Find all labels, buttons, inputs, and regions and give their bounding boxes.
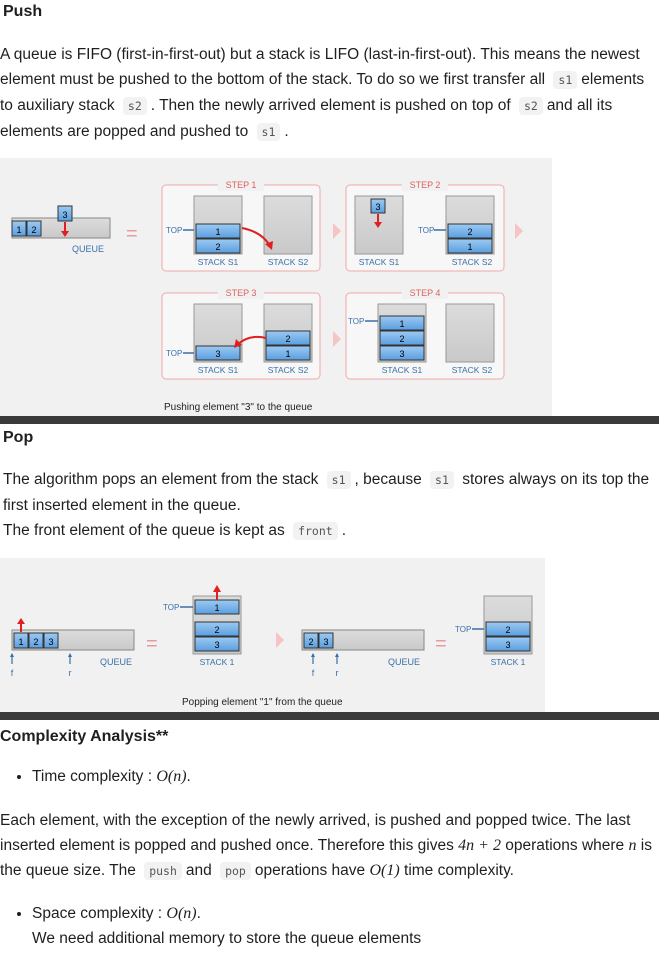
svg-text:STEP 1: STEP 1 [226, 180, 257, 190]
equals-sign: = [435, 633, 447, 655]
svg-text:TOP: TOP [418, 226, 434, 235]
svg-text:2: 2 [505, 625, 510, 635]
time-list: Time complexity : O(n). [0, 764, 659, 789]
svg-text:STACK S1: STACK S1 [359, 257, 400, 267]
arrow-right-icon [333, 331, 341, 347]
svg-text:f: f [11, 668, 14, 678]
step1-box: STEP 1 1 2 TOP STACK S1 STACK S2 [161, 179, 321, 272]
arrow-right-icon [515, 223, 523, 239]
queue-bar: 2 3 f r QUEUE [301, 629, 425, 678]
arrow-right-icon [276, 632, 284, 648]
svg-text:r: r [69, 668, 72, 678]
queue-bar: 1 2 3 QUEUE [11, 205, 111, 254]
svg-text:TOP: TOP [455, 625, 471, 634]
divider [0, 416, 659, 424]
push-heading: Push [3, 3, 43, 20]
svg-text:STACK S2: STACK S2 [268, 365, 309, 375]
svg-text:2: 2 [399, 334, 404, 344]
svg-text:STACK S1: STACK S1 [198, 257, 239, 267]
svg-text:TOP: TOP [166, 226, 182, 235]
svg-text:TOP: TOP [166, 349, 182, 358]
svg-text:3: 3 [323, 637, 328, 647]
svg-text:2: 2 [308, 637, 313, 647]
divider [0, 712, 659, 720]
code-s2: s2 [518, 97, 543, 115]
complexity-heading: Complexity Analysis** [0, 728, 169, 745]
svg-text:3: 3 [505, 640, 510, 650]
svg-text:QUEUE: QUEUE [100, 657, 132, 667]
svg-text:2: 2 [214, 625, 219, 635]
svg-text:STEP 2: STEP 2 [410, 180, 441, 190]
push-caption: Pushing element "3" to the queue [164, 402, 313, 413]
svg-text:3: 3 [62, 210, 67, 220]
step2-box: STEP 2 3 2 1 TOP STACK S1 STACK S2 [345, 179, 505, 272]
svg-text:TOP: TOP [163, 603, 179, 612]
code-s1: s1 [553, 71, 578, 89]
svg-text:f: f [312, 668, 315, 678]
svg-text:1: 1 [215, 227, 220, 237]
svg-text:1: 1 [399, 319, 404, 329]
equals-sign: = [126, 223, 138, 245]
svg-text:3: 3 [375, 202, 380, 212]
svg-text:2: 2 [285, 334, 290, 344]
svg-text:2: 2 [33, 637, 38, 647]
svg-text:2: 2 [31, 225, 36, 235]
code-s1: s1 [430, 471, 454, 489]
svg-text:STACK S1: STACK S1 [382, 365, 423, 375]
svg-text:1: 1 [467, 242, 472, 252]
svg-text:STACK S2: STACK S2 [268, 257, 309, 267]
svg-text:3: 3 [215, 349, 220, 359]
svg-text:r: r [336, 668, 339, 678]
svg-text:1: 1 [18, 637, 23, 647]
complexity-paragraph: Each element, with the exception of the … [0, 812, 652, 880]
stack1: 2 3 TOP STACK 1 [455, 595, 533, 667]
stack1: 1 2 3 TOP STACK 1 [163, 585, 242, 667]
code-s2: s2 [122, 97, 147, 115]
queue-bar: 1 2 3 f r QUEUE [10, 618, 135, 678]
equals-sign: = [146, 633, 158, 655]
step4-box: STEP 4 1 2 3 TOP STACK S1 STACK S2 [345, 287, 505, 380]
pop-paragraph: The algorithm pops an element from the s… [3, 471, 650, 540]
code-pop: pop [220, 862, 251, 880]
svg-text:STEP 3: STEP 3 [226, 288, 257, 298]
svg-text:3: 3 [48, 637, 53, 647]
svg-text:STACK S2: STACK S2 [452, 365, 493, 375]
svg-text:STACK S2: STACK S2 [452, 257, 493, 267]
svg-text:1: 1 [16, 225, 21, 235]
svg-text:STACK 1: STACK 1 [200, 657, 235, 667]
code-s1: s1 [326, 471, 351, 489]
code-push: push [144, 862, 182, 880]
queue-label: QUEUE [72, 244, 104, 254]
svg-text:2: 2 [215, 242, 220, 252]
pop-heading: Pop [3, 429, 34, 446]
svg-text:1: 1 [285, 349, 290, 359]
pop-diagram: 1 2 3 f r QUEUE = 1 2 3 TOP STACK 1 2 3 [0, 558, 545, 712]
svg-text:3: 3 [214, 640, 219, 650]
step3-box: STEP 3 3 TOP 2 1 STACK S1 STACK S2 [161, 287, 321, 380]
push-paragraph: A queue is FIFO (first-in-first-out) but… [0, 46, 645, 141]
svg-text:TOP: TOP [348, 317, 364, 326]
svg-text:1: 1 [214, 603, 219, 613]
time-complexity-item: Time complexity : O(n). [32, 764, 659, 789]
push-diagram: 1 2 3 QUEUE = STEP 1 1 2 TOP STACK S1 ST… [0, 158, 552, 416]
svg-text:STACK 1: STACK 1 [491, 657, 526, 667]
arrow-right-icon [333, 223, 341, 239]
svg-text:2: 2 [467, 227, 472, 237]
svg-text:3: 3 [399, 349, 404, 359]
svg-text:STACK S1: STACK S1 [198, 365, 239, 375]
code-s1: s1 [256, 123, 281, 141]
pop-caption: Popping element "1" from the queue [182, 697, 343, 708]
svg-text:STEP 4: STEP 4 [410, 288, 441, 298]
space-complexity-item: Space complexity : O(n). We need additio… [32, 901, 659, 951]
code-front: front [293, 522, 338, 540]
svg-text:QUEUE: QUEUE [388, 657, 420, 667]
space-list: Space complexity : O(n). We need additio… [0, 901, 659, 951]
